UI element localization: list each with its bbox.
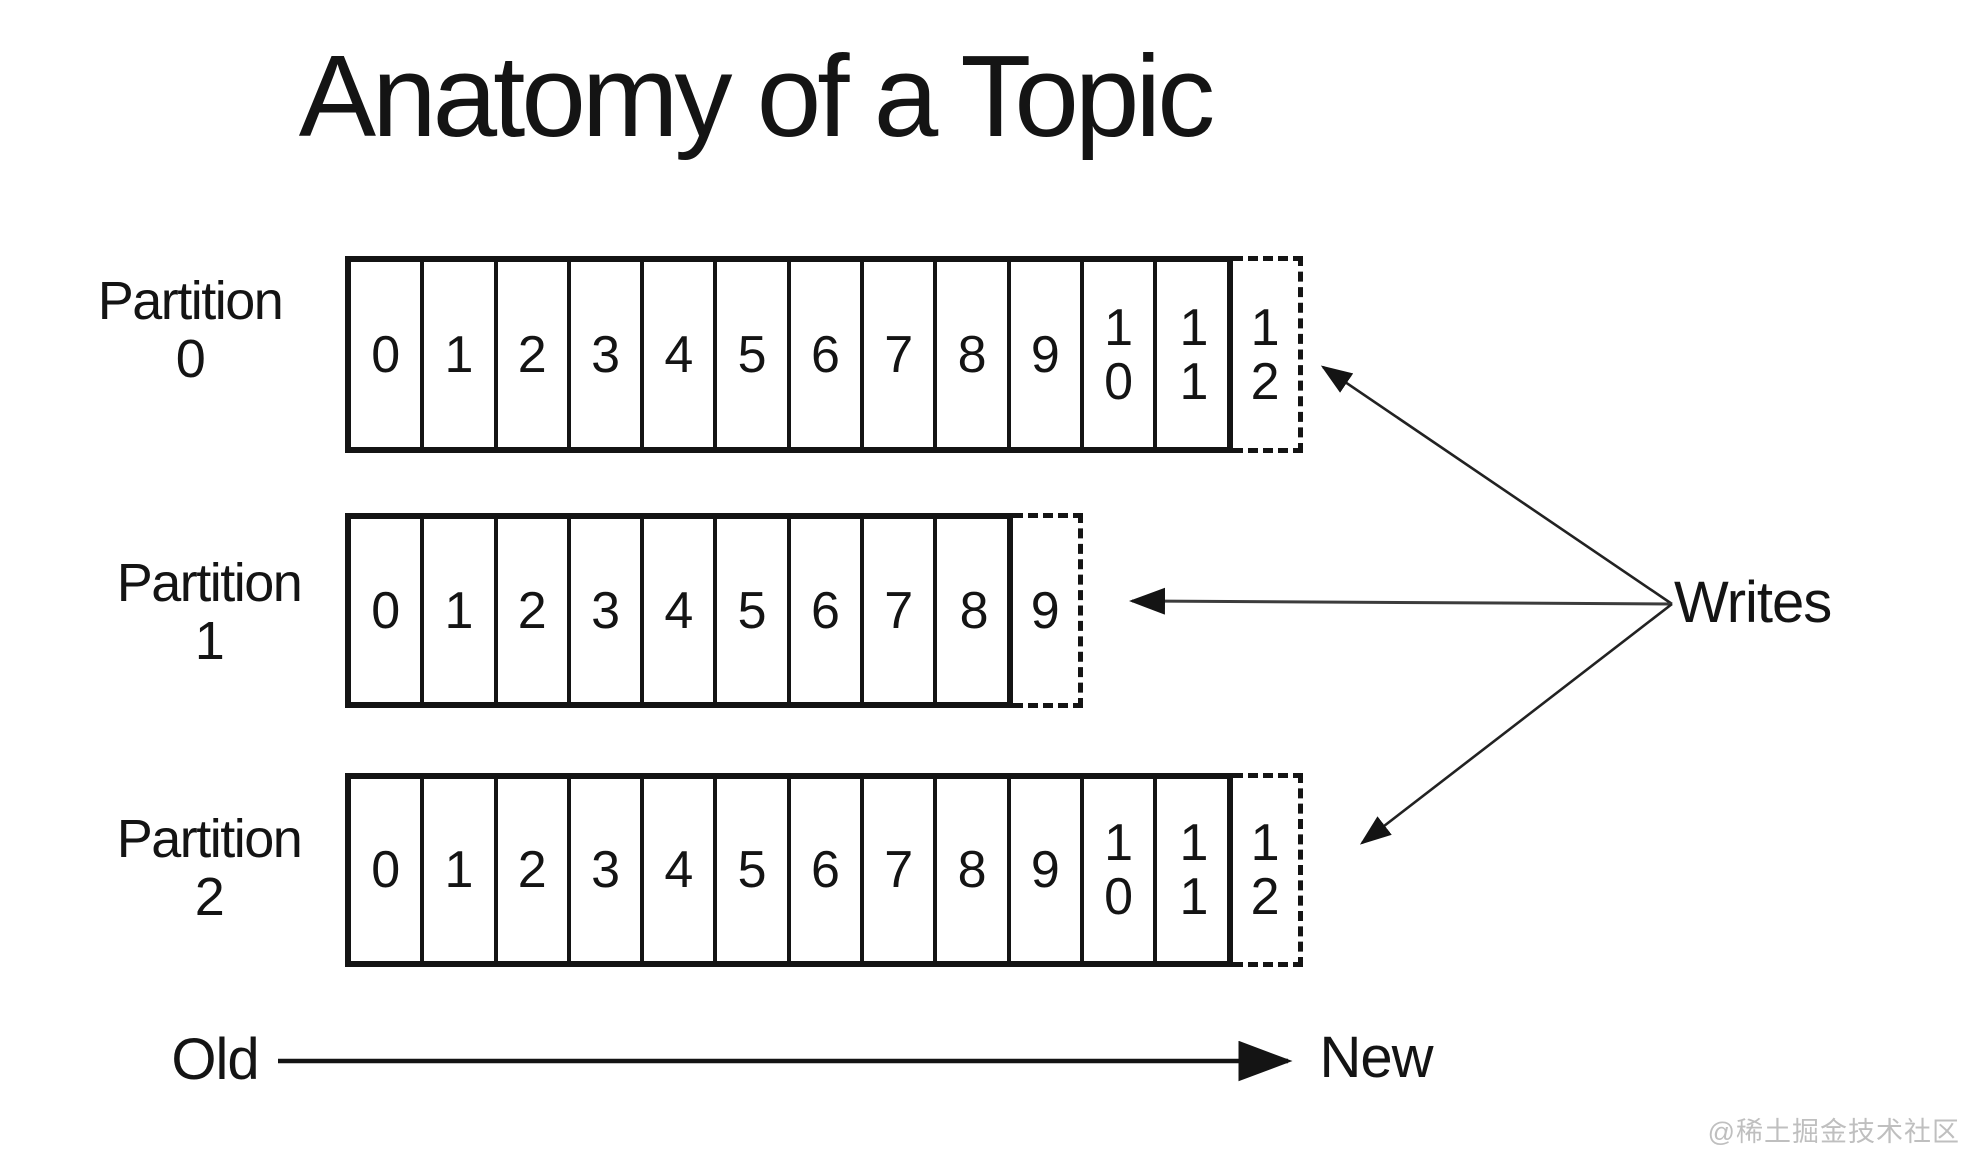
log-cell: 7 (864, 519, 938, 702)
cell-digit: 0 (1104, 868, 1134, 926)
log-cell: 8 (937, 779, 1011, 961)
cell-digit: 1 (1104, 814, 1134, 872)
writes-label: Writes (1674, 570, 1832, 635)
log-cell: 6 (791, 262, 865, 447)
log-cell: 4 (644, 262, 718, 447)
log-cell: 2 (498, 262, 571, 447)
log-cell: 1 (424, 262, 498, 447)
log-cell: 7 (864, 262, 938, 447)
log-cell: 5 (717, 262, 791, 447)
log-cell: 3 (571, 779, 645, 961)
log-cell: 0 (351, 779, 425, 961)
log-cell: 5 (717, 779, 791, 961)
log-cell: 7 (864, 779, 938, 961)
log-cell: 4 (644, 519, 718, 702)
log-cell: 9 (1011, 779, 1084, 961)
cell-digit: 1 (1250, 298, 1280, 357)
log-cell: 2 (498, 779, 571, 961)
log-cell: 6 (791, 519, 865, 702)
log-cell: 0 (351, 519, 425, 702)
cell-digit: 1 (1104, 298, 1134, 357)
log-cell: 2 (498, 519, 571, 702)
next-write-cell: 9 (1012, 513, 1083, 708)
cell-digit: 2 (1250, 868, 1280, 926)
log-cell: 8 (937, 262, 1011, 447)
partition-label-number: 0 (175, 329, 206, 389)
cell-digit: 1 (1179, 814, 1209, 872)
partition-label-name: Partition (116, 809, 303, 869)
log-cell: 0 (351, 262, 425, 447)
writes-arrow-partition-0 (1320, 365, 1673, 606)
log-cell: 3 (571, 519, 645, 702)
writes-arrow-partition-2 (1359, 602, 1673, 845)
log-cell: 8 (959, 581, 989, 640)
log-cell: 1 (424, 779, 498, 961)
cell-digit: 1 (1179, 868, 1209, 926)
diagram-title: Anatomy of a Topic (298, 31, 1215, 161)
partition-label-number: 1 (194, 611, 225, 671)
cell-digit: 1 (1179, 352, 1209, 411)
log-cell: 9 (1011, 262, 1084, 447)
cell-digit: 0 (1104, 352, 1134, 411)
log-cell: 1 (424, 519, 498, 702)
cell-digit: 2 (1250, 352, 1280, 411)
partition-label-name: Partition (97, 271, 284, 331)
writes-arrow-partition-1 (1129, 587, 1673, 615)
cell-digit: 1 (1250, 814, 1280, 872)
partition-label-name: Partition (116, 553, 303, 613)
old-label: Old (171, 1027, 259, 1092)
partition-label-number: 2 (194, 867, 225, 927)
cell-digit: 1 (1179, 298, 1209, 357)
watermark: @稀土掘金技术社区 (1707, 1117, 1960, 1147)
log-cell: 4 (644, 779, 718, 961)
log-cell: 5 (717, 519, 791, 702)
log-cell: 3 (571, 262, 645, 447)
new-label: New (1319, 1025, 1433, 1090)
log-cell: 6 (791, 779, 865, 961)
